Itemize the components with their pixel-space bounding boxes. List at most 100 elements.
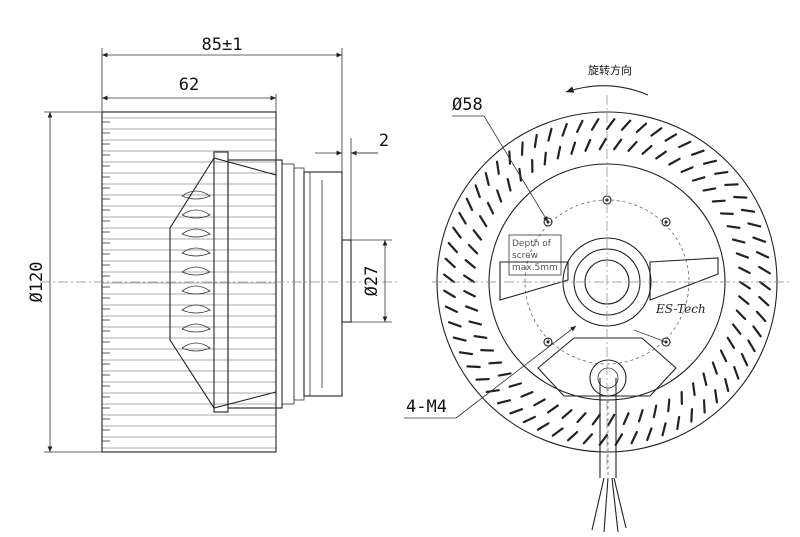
blade-slot	[613, 138, 623, 151]
blade-slot	[719, 349, 728, 363]
blade-slot	[475, 377, 490, 381]
cone-slot	[181, 323, 211, 333]
cone-slot	[181, 209, 211, 219]
blade-slot	[444, 305, 459, 313]
blade-slot	[641, 144, 653, 155]
blade-slot	[485, 389, 500, 394]
blade-slot	[543, 151, 547, 166]
blade-slot	[635, 122, 648, 134]
blade-slot	[561, 122, 568, 137]
blade-slot	[496, 399, 512, 405]
cone-slot	[181, 247, 211, 257]
blade-slot	[731, 323, 742, 335]
blade-slot	[447, 321, 462, 328]
blade-slot	[738, 295, 750, 305]
blade-slot	[467, 243, 479, 255]
blade-slot	[724, 377, 730, 393]
cone-slot	[181, 228, 211, 238]
blade-slot	[726, 225, 741, 229]
blade-slot	[590, 118, 600, 131]
blade-slot	[702, 372, 708, 387]
blade-slot	[758, 280, 771, 291]
blade-slot	[520, 141, 524, 156]
blade-slot	[630, 430, 638, 445]
blade-slot	[747, 339, 756, 353]
cable-gland-inner	[597, 367, 619, 389]
blade-slot	[733, 195, 748, 199]
mount-holes-leader	[455, 325, 577, 419]
blade-slot	[591, 413, 601, 426]
blade-slot	[667, 398, 671, 413]
bolt-circle-label: Ø58	[452, 95, 483, 115]
blade-slot	[478, 215, 488, 228]
blade-slot	[752, 325, 762, 338]
blade-slot	[533, 398, 546, 407]
rotation-direction-label: 旋转方向	[588, 63, 632, 77]
blade-slot	[650, 127, 663, 137]
blade-slot	[495, 160, 500, 175]
blade-slot	[747, 222, 762, 228]
blade-slot	[452, 336, 467, 342]
brand-logo-text: ES-Tech	[655, 302, 706, 316]
blade-slot	[702, 159, 718, 165]
blade-slot	[740, 208, 756, 213]
blade-slot	[464, 259, 476, 269]
blade-slot	[637, 409, 644, 423]
hub-diameter-label: Ø27	[362, 266, 382, 297]
blade-slot	[458, 351, 474, 356]
blade-slot	[556, 145, 562, 160]
blade-slot	[576, 412, 587, 424]
impeller-blade-stack	[102, 117, 276, 453]
blade-slot	[646, 427, 653, 442]
blade-slot	[466, 365, 481, 369]
screw-note-line-2: screw	[512, 251, 538, 261]
blade-slot	[566, 430, 579, 442]
cable-wires	[591, 477, 627, 533]
blade-slot	[468, 320, 483, 326]
blade-slot	[731, 238, 746, 244]
impeller-blade-slots	[443, 118, 771, 446]
blade-slot	[463, 289, 476, 298]
blade-slot	[484, 171, 490, 187]
blade-slot	[547, 404, 559, 414]
blade-slot	[463, 274, 476, 284]
blade-slot	[570, 141, 577, 155]
blade-slot	[452, 226, 462, 239]
blade-slot	[755, 310, 767, 323]
blade-slot	[702, 399, 706, 414]
blade-slot	[690, 149, 705, 156]
blade-slot	[486, 201, 495, 215]
strut-right	[649, 257, 719, 301]
blade-slot	[561, 409, 573, 420]
blade-slot	[576, 119, 584, 134]
blade-slot	[652, 404, 658, 419]
blade-slot	[664, 133, 678, 142]
mount-hole	[543, 337, 553, 347]
front-view: Depth of screw max.5mm ES-Tech 旋转方向 Ø58 …	[404, 63, 790, 533]
blade-slot	[598, 137, 607, 151]
blade-slot	[607, 413, 616, 427]
blade-slot	[474, 184, 481, 199]
blade-slot	[692, 176, 706, 182]
blade-slot	[655, 150, 667, 160]
cone-slot	[181, 190, 211, 200]
screw-note-box	[508, 234, 562, 276]
blade-slot	[443, 289, 456, 299]
cone-slot	[181, 304, 211, 314]
blade-slot	[533, 133, 538, 149]
strut-left	[499, 261, 569, 301]
blade-slot	[661, 422, 667, 437]
blade-slot	[711, 199, 726, 203]
blade-slot	[444, 257, 456, 269]
blade-slot	[740, 353, 749, 367]
blade-slot	[508, 150, 512, 165]
blade-slot	[690, 408, 694, 423]
blade-slot	[458, 211, 467, 225]
blade-slot	[551, 427, 564, 437]
screw-note-line-3: max.5mm	[512, 263, 558, 273]
blade-slot	[702, 187, 717, 192]
motor-ring-1	[281, 163, 295, 405]
blade-slot	[678, 140, 692, 149]
motor-hub	[341, 239, 352, 323]
